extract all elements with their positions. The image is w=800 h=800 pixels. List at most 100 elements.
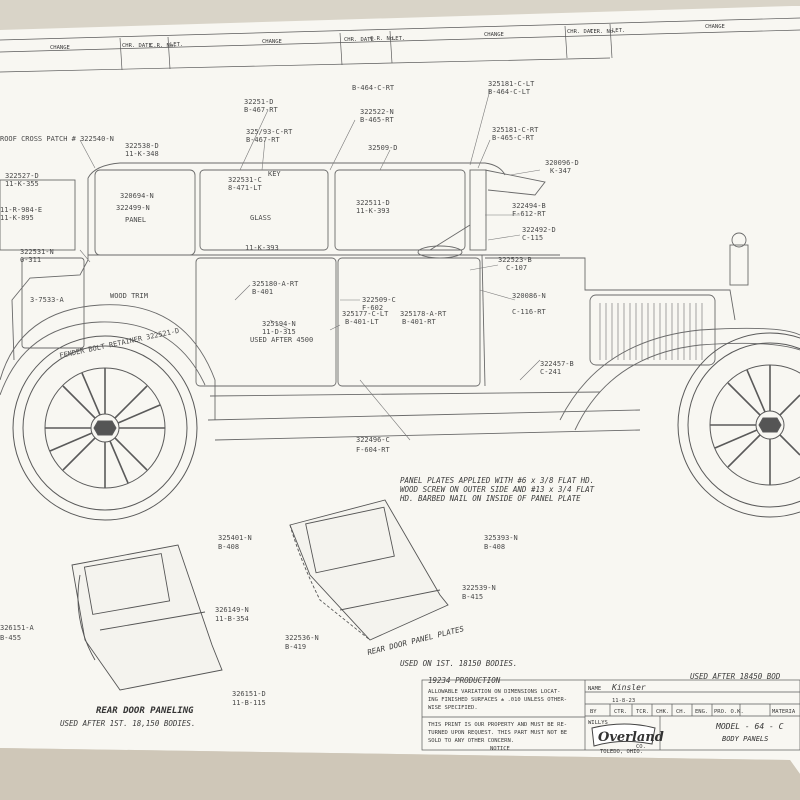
leader-lines	[79, 89, 541, 441]
callout: 322536-N	[285, 634, 319, 642]
rev-header: C.R. No.	[370, 36, 397, 42]
callout: 322511-D	[356, 199, 390, 207]
callout: 3-7533-A	[30, 296, 65, 304]
callout: 325180-A-RT	[252, 280, 299, 288]
callout: 325181-C-RT	[492, 126, 539, 134]
callout: B-408	[218, 543, 239, 551]
rev-header: LET.	[612, 28, 625, 34]
callout: B-464-C-RT	[352, 84, 395, 92]
callout: 322527-D	[5, 172, 39, 180]
callout: 11-K-355	[5, 180, 39, 188]
callout: 325177-C-LT	[342, 310, 389, 318]
column-label: BY	[590, 709, 597, 715]
part-label: BODY PANELS	[722, 735, 768, 743]
callout: C-115	[522, 234, 543, 242]
used-on-first-note: USED ON 1ST. 18150 BODIES.	[400, 659, 517, 668]
overland-logo: Overland	[591, 723, 664, 747]
callout-labels: ROOF CROSS PATCH # 322540-N 322538-D 11-…	[0, 80, 579, 707]
rev-header: CHANGE	[262, 39, 282, 45]
column-label: ENG.	[695, 709, 708, 715]
rev-header: CHANGE	[484, 32, 504, 38]
property-line: THIS PRINT IS OUR PROPERTY AND MUST BE R…	[428, 722, 567, 728]
car-drawing	[0, 162, 800, 441]
property-line: SOLD TO ANY OTHER CONCERN.	[428, 738, 514, 744]
notice-label: NOTICE	[490, 746, 510, 752]
rev-header: LET.	[170, 42, 183, 48]
callout: 325194-N	[262, 320, 296, 328]
callout: C-241	[540, 368, 561, 376]
callout: B-455	[0, 634, 21, 642]
date-value: 11-8-23	[612, 698, 635, 704]
rev-header: CHANGE	[50, 45, 70, 51]
callout: PANEL	[125, 216, 146, 224]
callout: 11-K-393	[356, 207, 390, 215]
rear-door-paneling-label: REAR DOOR PANELING	[96, 706, 194, 716]
column-label: CH.	[676, 709, 686, 715]
column-label: PRO. O.K.	[714, 709, 744, 715]
callout: KEY	[268, 170, 281, 178]
name-label: NAME	[588, 686, 601, 692]
callout: 8-471-LT	[228, 184, 263, 192]
callout: 322531-N	[20, 248, 54, 256]
callout: 32509-D	[368, 144, 398, 152]
model-label: MODEL - 64 - C	[715, 722, 784, 731]
callout: 320096-D	[545, 159, 579, 167]
callout: 322538-D	[125, 142, 159, 150]
column-label: MATERIA	[772, 709, 796, 715]
callout: 326151-A	[0, 624, 35, 632]
column-label: CTR.	[614, 709, 627, 715]
callout: 11-K-348	[125, 150, 159, 158]
callout: C-116-RT	[512, 308, 547, 316]
note-line: WOOD SCREW ON OUTER SIDE AND #13 x 3/4 F…	[400, 485, 595, 494]
callout: B-467-RT	[244, 106, 279, 114]
callout: 322499-N	[116, 204, 150, 212]
used-after-first-note: USED AFTER 1ST. 18,150 BODIES.	[60, 719, 195, 728]
callout: 322522-N	[360, 108, 394, 116]
rev-header: CHR. DATE	[122, 43, 152, 49]
callout: 11-K-895	[0, 214, 34, 222]
callout: 11-K-393	[245, 244, 279, 252]
callout: C-107	[506, 264, 527, 272]
callout: B-401-RT	[402, 318, 437, 326]
tolerance-line: WISE SPECIFIED.	[428, 705, 478, 711]
company-location: TOLEDO, OHIO.	[600, 749, 643, 755]
callout: 322494-B	[512, 202, 546, 210]
note-line: HD. BARBED NAIL ON INSIDE OF PANEL PLATE	[399, 494, 581, 503]
callout: F-602	[362, 304, 383, 312]
callout: B-401	[252, 288, 273, 296]
title-block-text: ALLOWABLE VARIATION ON DIMENSIONS LOCAT-…	[428, 683, 796, 755]
rev-header: CHANGE	[705, 24, 725, 30]
production-note: 19234 PRODUCTION	[428, 676, 501, 685]
rev-header: C.R. No.	[590, 29, 617, 35]
callout: 325401-N	[218, 534, 252, 542]
callout: B-464-C-LT	[488, 88, 531, 96]
callout: 322531-C	[228, 176, 262, 184]
callout: K-347	[550, 167, 571, 175]
callout: 325178-A-RT	[400, 310, 447, 318]
callout: 322496-C	[356, 436, 390, 444]
callout: USED AFTER 4500	[250, 336, 313, 344]
used-after-top-note: USED AFTER 18450 BOD	[690, 672, 781, 681]
callout: 320086-N	[512, 292, 546, 300]
callout: 11-B-354	[215, 615, 249, 623]
callout: B-408	[484, 543, 505, 551]
callout: 325/93-C-RT	[246, 128, 293, 136]
rev-header: C.R. No.	[150, 43, 177, 49]
callout: B-401-LT	[345, 318, 380, 326]
tolerance-line: ING FINISHED SURFACES ± .010 UNLESS OTHE…	[428, 697, 567, 703]
callout: B-467-RT	[246, 136, 281, 144]
callout: B-419	[285, 643, 306, 651]
rear-door-paneling	[71, 544, 223, 691]
callout: ROOF CROSS PATCH # 322540-N	[0, 135, 114, 143]
company-prefix: WILLYS	[588, 720, 608, 726]
panel-plates-note: PANEL PLATES APPLIED WITH #6 x 3/8 FLAT …	[399, 476, 595, 503]
callout: 322509-C	[362, 296, 396, 304]
callout: 6-311	[20, 256, 41, 264]
callout: 326149-N	[215, 606, 249, 614]
callout: B-465-RT	[360, 116, 395, 124]
rev-header: CHR. DATE	[567, 29, 597, 35]
revision-headers: CHANGE CHR. DATE C.R. No. LET. CHANGE CH…	[50, 24, 725, 51]
callout: 322539-N	[462, 584, 496, 592]
revision-block	[0, 17, 800, 73]
